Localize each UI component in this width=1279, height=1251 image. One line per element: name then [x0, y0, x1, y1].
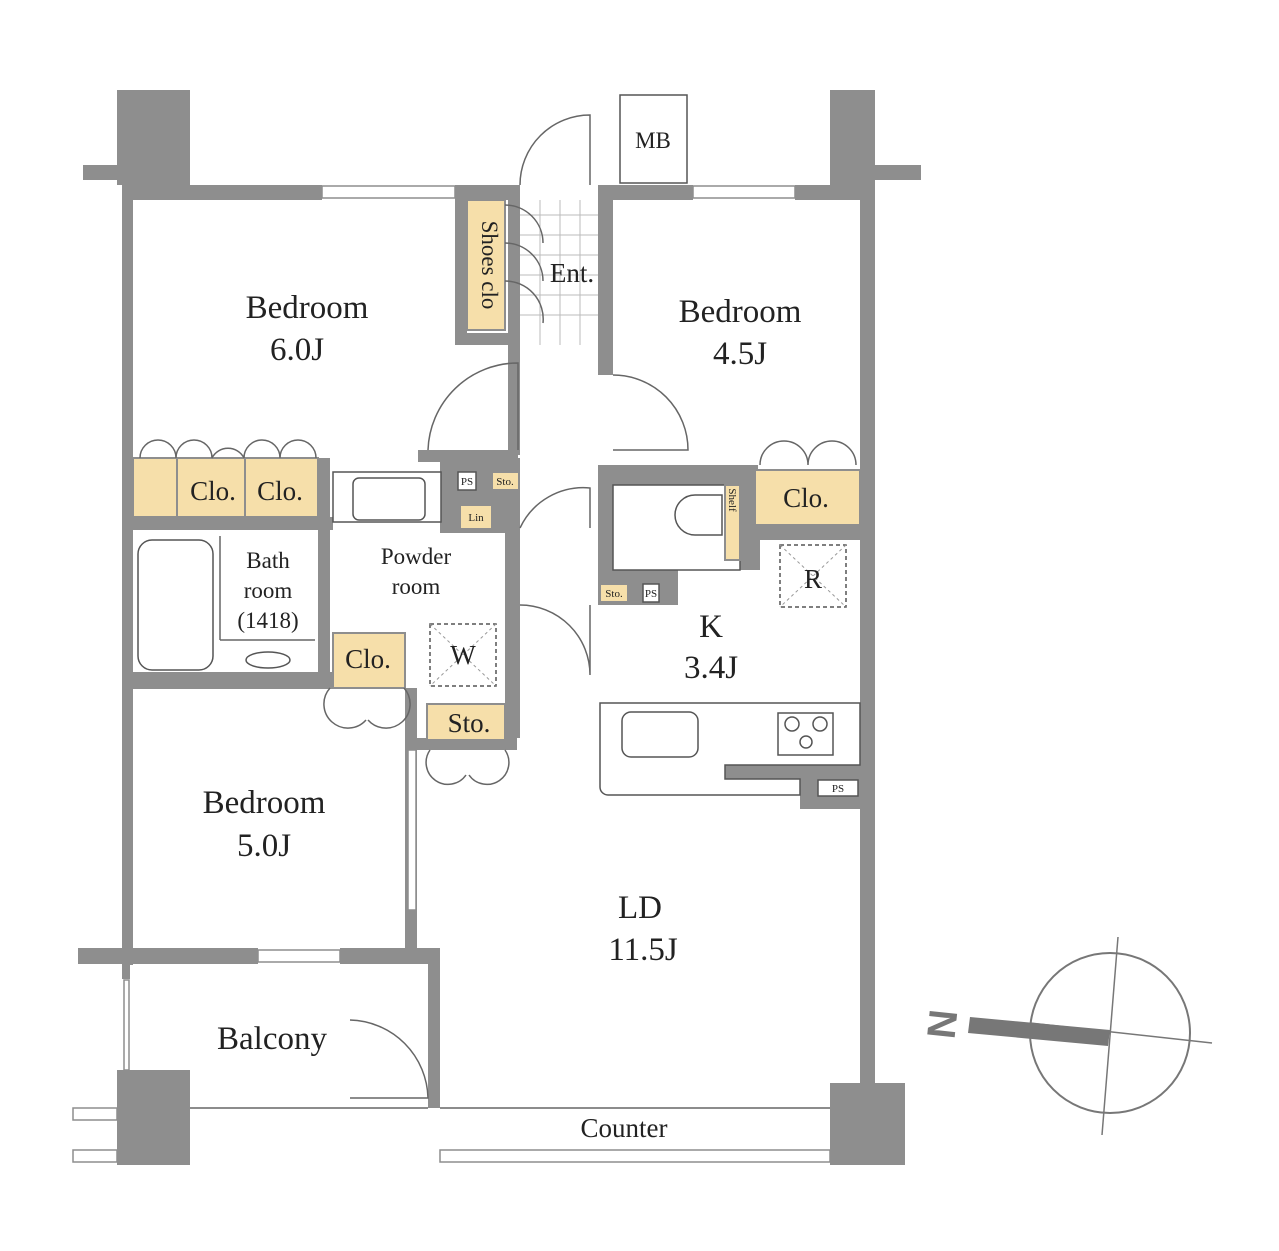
- powder-label-1: Powder: [381, 544, 452, 569]
- compass-north-label: N: [920, 1007, 967, 1040]
- toilet-icon: [674, 494, 723, 536]
- kitchen-size: 3.4J: [684, 650, 738, 686]
- storage-a: [491, 471, 520, 491]
- entrance-label: Ent.: [550, 258, 594, 288]
- linen: [459, 504, 493, 530]
- shelf-label: Shelf: [726, 488, 738, 512]
- bedroom1-size: 6.0J: [270, 332, 324, 368]
- closet-a-left: [132, 457, 178, 518]
- entry-door[interactable]: [519, 114, 591, 186]
- counter-label: Counter: [581, 1113, 668, 1143]
- pipe-space-c-label: PS: [832, 783, 844, 795]
- doors[interactable]: [139, 204, 857, 1099]
- compass-icon: N: [920, 936, 1213, 1136]
- refrigerator-space: [779, 544, 847, 608]
- meter-box: [619, 94, 688, 184]
- powder-label-2: room: [392, 574, 441, 599]
- walls: [78, 90, 921, 1165]
- bedroom2-size: 4.5J: [713, 336, 767, 372]
- closet-b-label: Clo.: [257, 476, 303, 506]
- pipe-space-a: [457, 471, 477, 491]
- entrance-tiles: [520, 200, 598, 345]
- shoes-closet-label: Shoes clo: [477, 221, 502, 310]
- closet-b: [244, 457, 319, 518]
- washer-space: [429, 623, 497, 687]
- closet-a: [176, 457, 246, 518]
- meter-box-label: MB: [635, 128, 671, 153]
- bedroom3-name: Bedroom: [203, 785, 326, 821]
- storage-c-label: Sto.: [448, 708, 491, 738]
- kitchen-sink-icon: [621, 711, 699, 758]
- pipe-space-c: [817, 779, 859, 797]
- closet-d: [332, 632, 406, 689]
- storage-b-label: Sto.: [605, 588, 623, 600]
- closet-c-label: Clo.: [783, 483, 829, 513]
- shoes-closet: [466, 199, 506, 331]
- ld-size: 11.5J: [608, 932, 678, 968]
- bath-sink-icon: [245, 651, 291, 669]
- bedroom2-name: Bedroom: [679, 294, 802, 330]
- closet-c: [754, 469, 861, 526]
- closet-a-label: Clo.: [190, 476, 236, 506]
- bedroom1-name: Bedroom: [246, 290, 369, 326]
- storage-c: [426, 703, 506, 741]
- bedroom3-size: 5.0J: [237, 828, 291, 864]
- storage-a-label: Sto.: [496, 476, 514, 488]
- storage-b: [599, 583, 629, 603]
- bath-label-3: (1418): [237, 608, 298, 633]
- bath-label-1: Bath: [246, 548, 290, 573]
- kitchen-name: K: [699, 609, 723, 645]
- pipe-space-b-label: PS: [645, 588, 657, 600]
- linen-label: Lin: [468, 512, 484, 524]
- windows: [72, 185, 831, 1163]
- bath-label-2: room: [244, 578, 293, 603]
- refrigerator-label: R: [804, 564, 822, 594]
- bathtub-icon: [137, 539, 214, 671]
- ld-name: LD: [618, 890, 662, 926]
- pipe-space-b: [642, 583, 660, 603]
- pipe-space-a-label: PS: [461, 476, 473, 488]
- washer-label: W: [450, 640, 476, 670]
- shelf: [724, 484, 741, 561]
- closet-d-label: Clo.: [345, 644, 391, 674]
- balcony-label: Balcony: [217, 1021, 327, 1057]
